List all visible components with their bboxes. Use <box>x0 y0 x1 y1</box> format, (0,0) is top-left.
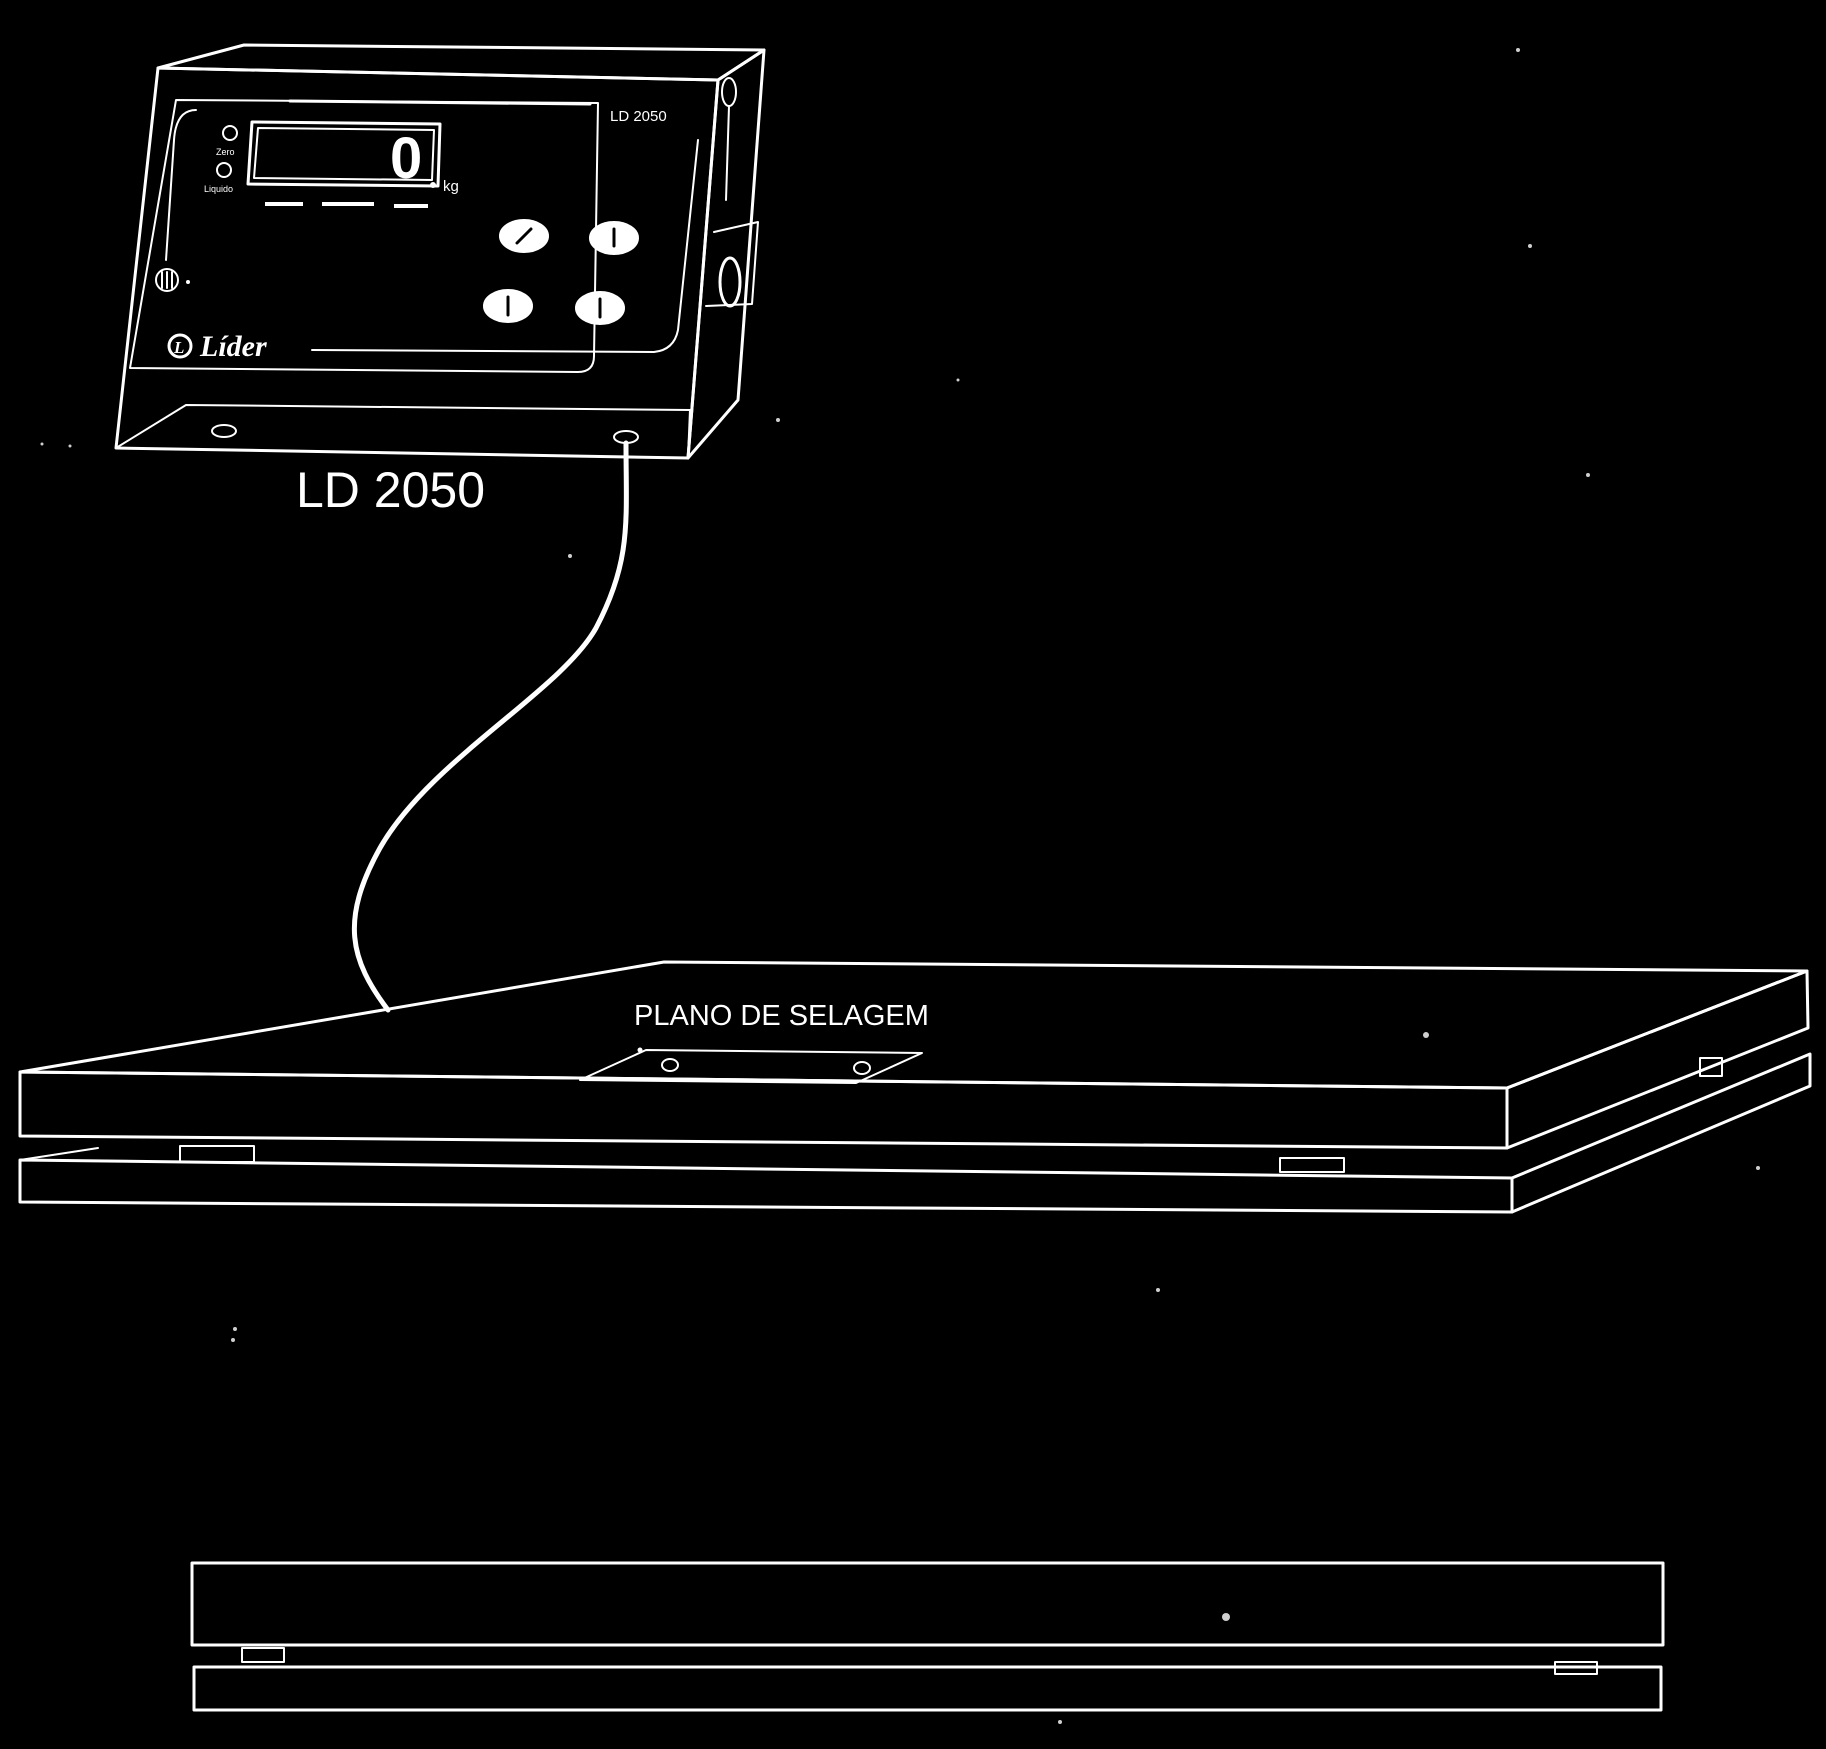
cable-gland <box>718 256 742 308</box>
platform-deck-side <box>1505 969 1810 1150</box>
seal-plane-plate <box>579 1049 923 1084</box>
base-screw-left <box>211 424 237 438</box>
led-liquido-label: Liquido <box>204 184 233 194</box>
function-button[interactable] <box>575 291 625 325</box>
brand-logo: L Líder <box>167 330 267 363</box>
indicator-inner-bezel <box>129 99 599 373</box>
side-view-load-cell-left <box>241 1647 285 1663</box>
weight-display: 0 kg <box>246 120 459 208</box>
load-cell-rear-right <box>1699 1057 1723 1077</box>
indicator-left-groove <box>165 109 197 261</box>
seal-plane-label: PLANO DE SELAGEM <box>634 1000 929 1032</box>
seal-screw-left <box>661 1058 679 1072</box>
side-view-deck <box>190 1561 1665 1647</box>
keypad <box>483 219 639 325</box>
platform-deck-front <box>18 1070 1509 1150</box>
platform-base-front <box>18 1158 1514 1214</box>
display-value: 0 <box>390 126 422 191</box>
indicator-base <box>115 404 691 459</box>
svg-text:L: L <box>173 338 184 357</box>
side-view-load-cell-right <box>1554 1661 1598 1675</box>
scan-noise <box>40 48 1760 1724</box>
side-view-base <box>192 1665 1663 1712</box>
display-unit: kg <box>443 178 459 195</box>
weighing-indicator: LD 2050 0 kg Zero Liquido <box>114 43 766 460</box>
led-zero-label: Zero <box>216 147 235 157</box>
tare-button[interactable] <box>589 221 639 255</box>
indicator-top-face <box>156 43 766 82</box>
zero-button[interactable] <box>499 219 549 253</box>
led-liquido <box>216 162 232 178</box>
status-leds: Zero Liquido <box>204 125 238 194</box>
seal-screw-right <box>853 1061 871 1075</box>
indicator-caption: LD 2050 <box>296 462 485 518</box>
led-zero <box>222 125 238 141</box>
brand-wordmark: Líder <box>199 330 267 363</box>
certification-seal-icon <box>155 268 190 292</box>
load-cell-cable <box>351 440 629 1013</box>
indicator-model-label: LD 2050 <box>610 108 667 125</box>
platform-side-view <box>190 1561 1665 1712</box>
load-cell-front-right <box>1279 1157 1345 1173</box>
platform-perspective: PLANO DE SELAGEM <box>18 960 1812 1214</box>
indicator-side-panel <box>686 48 766 460</box>
load-cell-front-left <box>179 1145 255 1163</box>
platform-base-side <box>1510 1052 1812 1214</box>
display-window <box>246 120 442 188</box>
print-button[interactable] <box>483 289 533 323</box>
indicator-right-groove <box>311 139 699 353</box>
side-connectors <box>705 77 759 308</box>
